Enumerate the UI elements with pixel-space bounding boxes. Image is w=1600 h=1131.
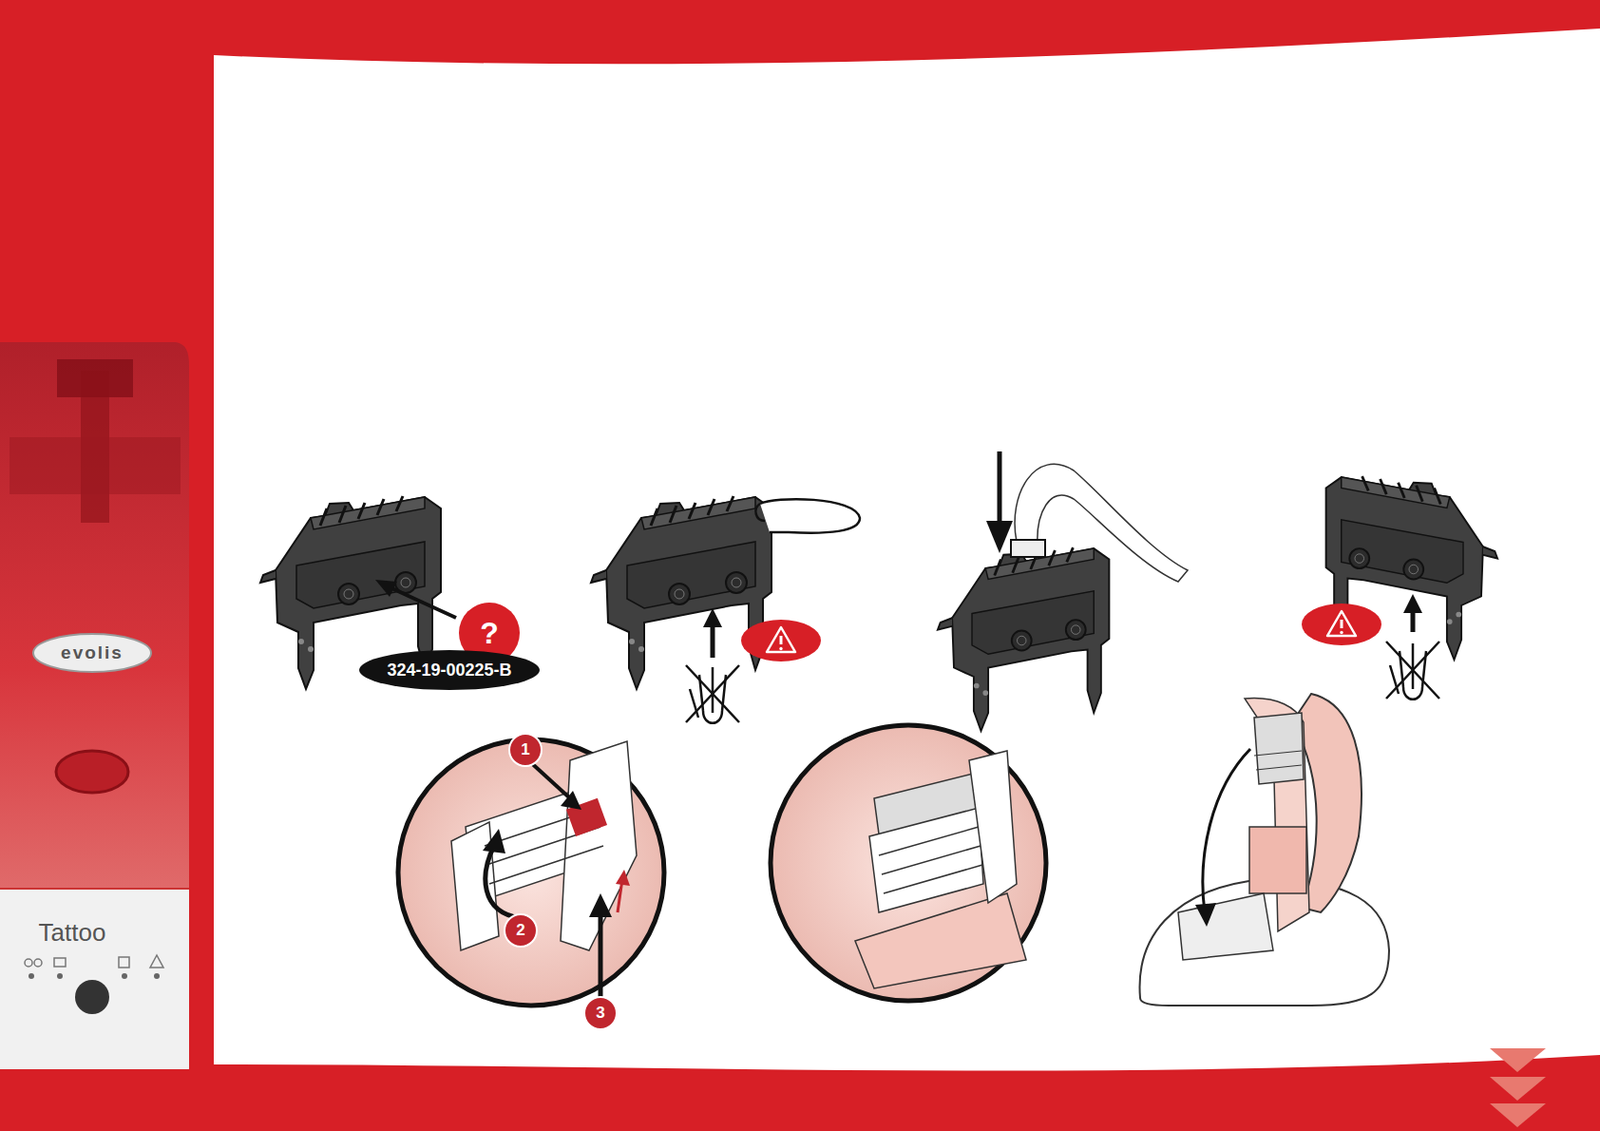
node-text: 324-19-00225-B (386, 660, 512, 681)
callout-number: 3 (595, 1003, 605, 1023)
node-text: ? (479, 615, 499, 651)
callout-number: 2 (515, 920, 525, 940)
model-name: Tattoo (38, 917, 107, 948)
part-number-pill: 324-19-00225-B (359, 649, 540, 690)
callout-number: 1 (520, 740, 530, 760)
brand-logo: evolis (60, 642, 124, 664)
